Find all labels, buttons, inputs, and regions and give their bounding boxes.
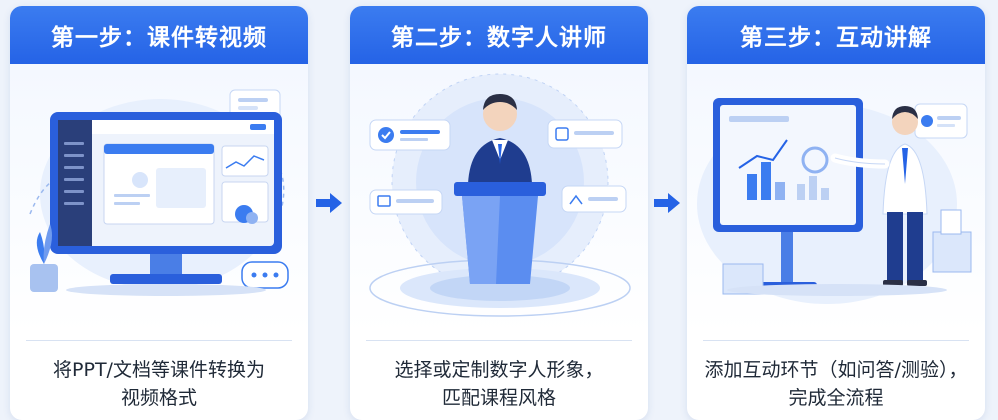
monitor-courseware-icon (10, 64, 308, 334)
step-1-description: 将PPT/文档等课件转换为 视频格式 (20, 352, 298, 416)
digital-avatar-podium-icon (350, 64, 648, 334)
step-1-title: 第一步：课件转视频 (10, 6, 308, 64)
step-2-title: 第二步：数字人讲师 (350, 6, 648, 64)
arrow-right-icon (654, 193, 680, 213)
step-3-desc-line-1: 添加互动环节（如问答/测验）， (704, 359, 968, 381)
teacher-presenting-icon (687, 64, 985, 334)
divider (26, 340, 292, 341)
step-2-description: 选择或定制数字人形象， 匹配课程风格 (360, 352, 638, 416)
step-2-desc-line-1: 选择或定制数字人形象， (394, 359, 604, 381)
step-1-desc-line-1: 将PPT/文档等课件转换为 (53, 359, 265, 381)
step-card-3: 第三步：互动讲解 (687, 6, 985, 420)
step-3-desc-line-2: 完成全流程 (788, 387, 884, 409)
arrow-right-icon (316, 193, 342, 213)
divider (366, 340, 632, 341)
step-2-desc-line-2: 匹配课程风格 (441, 387, 556, 409)
step-card-1: 第一步：课件转视频 (10, 6, 308, 420)
step-3-description: 添加互动环节（如问答/测验）， 完成全流程 (697, 352, 975, 416)
step-1-desc-line-2: 视频格式 (120, 387, 197, 409)
step-card-2: 第二步：数字人讲师 (350, 6, 648, 420)
divider (703, 340, 969, 341)
step-3-title: 第三步：互动讲解 (687, 6, 985, 64)
